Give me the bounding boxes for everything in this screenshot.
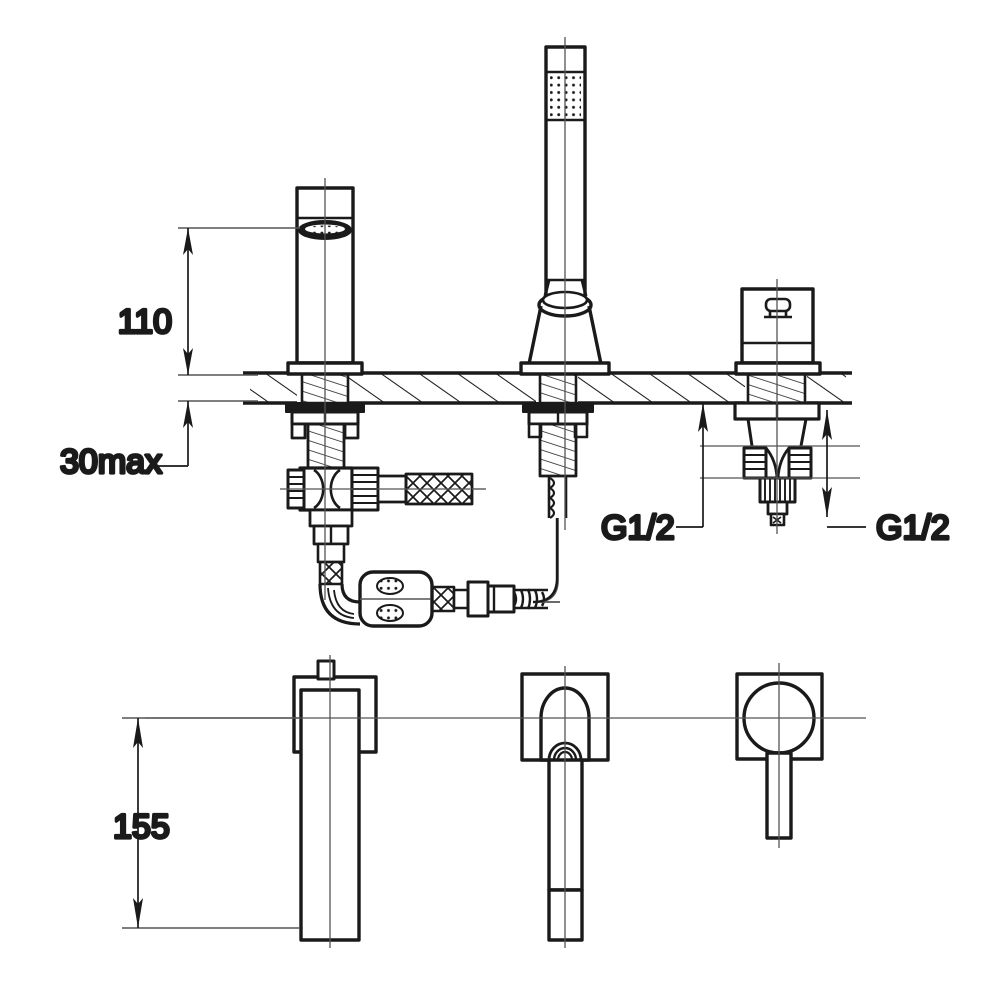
dimension-g12-left: G1/2 bbox=[599, 403, 708, 549]
dimension-30max: 30max bbox=[58, 400, 258, 483]
dimension-110: 110 bbox=[116, 227, 300, 376]
dimension-g12-right-label: G1/2 bbox=[876, 509, 950, 547]
dimension-g12-left-label: G1/2 bbox=[601, 509, 675, 547]
diverter-body bbox=[358, 570, 470, 628]
dimension-155: 155 bbox=[111, 717, 300, 929]
plan-spout bbox=[292, 659, 378, 942]
lever-icon bbox=[764, 297, 792, 319]
dimension-30max-label: 30max bbox=[60, 443, 162, 481]
dimension-155-label: 155 bbox=[113, 808, 170, 846]
dimension-110-label: 110 bbox=[118, 303, 172, 341]
quick-connect-coupling bbox=[466, 580, 548, 618]
centerlines-elevation bbox=[324, 37, 860, 600]
spout-inlet-tee bbox=[280, 466, 486, 512]
spout-outlet-elbow bbox=[308, 508, 361, 626]
dimension-g12-right: G1/2 bbox=[822, 410, 951, 549]
